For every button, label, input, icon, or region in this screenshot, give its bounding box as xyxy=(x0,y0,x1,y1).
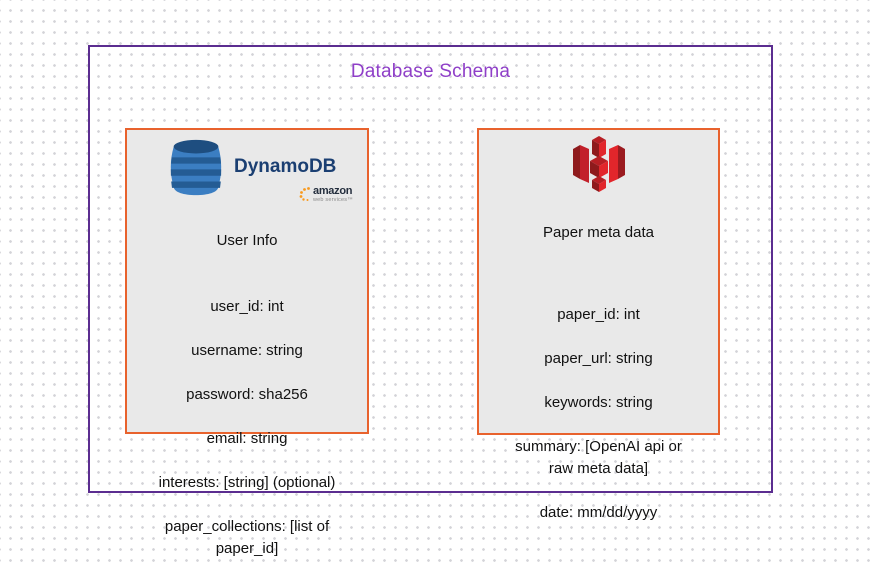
aws-logo: amazon web services™ xyxy=(299,186,353,207)
schema-field: paper_collections: [list of paper_id] xyxy=(164,518,330,557)
user-info-table: DynamoDB amazon web services™ xyxy=(125,128,369,557)
dynamodb-label: DynamoDB xyxy=(234,156,337,177)
schema-field: paper_id: int xyxy=(557,306,640,323)
schema-field: email: string xyxy=(206,430,288,447)
s3-icon xyxy=(571,134,627,192)
paper-meta-table: Paper meta data paper_id: int paper_url:… xyxy=(477,128,720,521)
paper-meta-fields: Paper meta data paper_id: int paper_url:… xyxy=(479,200,718,568)
schema-field: user_id: int xyxy=(210,298,284,315)
table-heading: User Info xyxy=(216,232,278,249)
aws-sublabel: web services™ xyxy=(313,197,353,203)
schema-field: summary: [OpenAI api or raw meta data] xyxy=(515,438,682,477)
schema-field: keywords: string xyxy=(544,394,653,411)
schema-group-frame xyxy=(88,45,773,493)
diagram-title: Database Schema xyxy=(350,61,511,82)
aws-dots-icon xyxy=(299,186,312,207)
schema-field: username: string xyxy=(191,342,303,359)
dynamodb-icon xyxy=(165,136,227,198)
schema-field: password: sha256 xyxy=(186,386,308,403)
user-info-fields: User Info user_id: int username: string … xyxy=(127,208,367,568)
aws-label: amazon xyxy=(313,185,353,197)
schema-field: interests: [string] (optional) xyxy=(158,474,336,491)
schema-field: date: mm/dd/yyyy xyxy=(539,504,658,521)
schema-field: paper_url: string xyxy=(544,350,653,367)
table-heading: Paper meta data xyxy=(543,224,654,241)
